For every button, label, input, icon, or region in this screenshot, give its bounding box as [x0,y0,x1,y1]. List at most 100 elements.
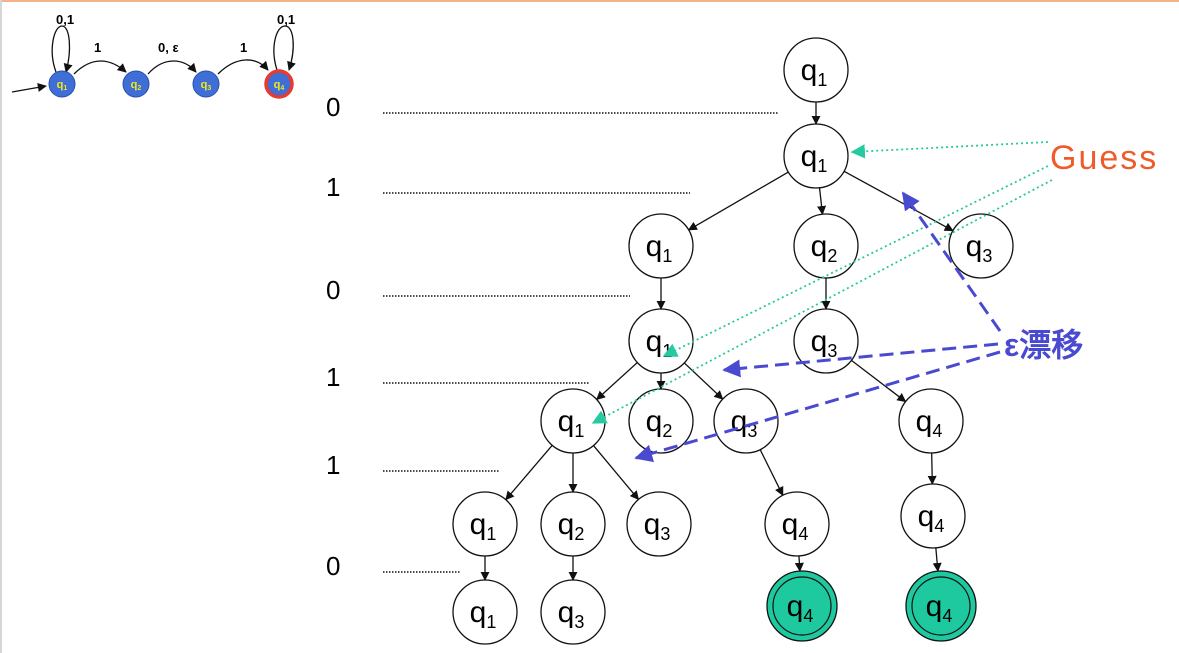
state-node: q1 [452,579,518,645]
state-label: q1 [470,596,497,632]
epsilon-arrows [634,191,1002,463]
state-node: q4 [898,388,964,454]
state-circle [898,388,964,454]
state-circle [783,37,849,103]
epsilon-arrow [634,350,1001,463]
epsilon-arrow [901,191,1002,332]
nfa-start-arrow [11,82,47,93]
input-symbol: 1 [326,362,340,392]
state-node: q1 [783,123,849,189]
state-node: q2 [793,213,859,279]
guess-annotation: Guess [1050,139,1158,177]
state-node: q1 [452,491,518,557]
accept-inner-ring [772,576,832,636]
state-circle [948,213,1014,279]
state-node: q3 [626,491,692,557]
nfa-loop-q1 [51,25,73,73]
state-circle [540,491,606,557]
nfa-state: q4 [264,69,294,99]
state-label: q1 [470,508,497,544]
state-node: q3 [793,308,859,374]
state-label: q3 [966,230,993,266]
tree-edge [843,170,954,232]
state-node: q1 [540,388,606,454]
state-label: q4 [916,405,943,441]
state-label: q3 [811,325,838,361]
input-string: 0 1 0 1 1 0 [326,92,778,581]
tree-edge [687,171,789,231]
nfa-edge-q2-q3-label: 0, ε [158,40,179,55]
state-node: q4 [764,491,830,557]
nfa-state: q1 [48,70,76,98]
state-label: q4 [926,590,953,626]
tree-edge [794,555,804,572]
state-circle [793,213,859,279]
accept-inner-ring [911,576,971,636]
input-symbol: 0 [326,92,340,122]
nfa-transitions [11,25,296,93]
state-circle [793,308,859,374]
tree-edge [851,359,907,403]
guess-arrow [591,179,1053,424]
input-symbol: 1 [326,172,340,202]
nfa-loop-q4-label: 0,1 [277,12,295,27]
nfa-state-label: q4 [274,79,285,92]
nfa-edge-q3-q4 [217,59,269,75]
tree-edge [505,444,553,501]
input-symbol: 0 [326,551,340,581]
computation-tree-edges [480,102,954,581]
state-node: q3 [540,579,606,645]
tree-edge [932,547,942,573]
tree-edge [927,452,937,485]
state-node: q2 [628,388,694,454]
tree-edge [683,362,724,400]
state-label: q1 [801,54,828,90]
input-symbol: 0 [326,275,340,305]
state-circle [900,483,966,549]
state-circle [713,388,779,454]
guess-arrow [662,165,1049,357]
state-label: q1 [646,230,673,266]
nfa-state-label: q2 [131,79,142,92]
nfa-states: q1 q2 q3 q4 [48,69,294,99]
state-circle [540,579,606,645]
state-circle [783,123,849,189]
state-label: q4 [918,500,945,536]
tree-edge [596,362,638,401]
guess-arrows [591,141,1053,424]
accept-state-node: q4 [905,570,977,642]
nfa-edge-q2-q3 [147,60,197,75]
top-accent-bar [0,0,1179,2]
nfa-state-circle [264,69,294,99]
nfa-edge-q1-q2-label: 1 [94,40,101,55]
nfa-state: q3 [192,70,220,98]
guess-arrow [850,141,1049,159]
nfa-state-circle [122,70,150,98]
tree-edge [817,187,827,216]
tree-edge [593,445,640,501]
nfa-state: q2 [122,70,150,98]
nfa-edge-q1-q2 [73,60,127,75]
epsilon-arrow [722,342,999,378]
nfa-state-label: q1 [57,79,68,92]
state-label: q1 [558,405,585,441]
state-label: q4 [787,590,814,626]
state-label: q2 [811,230,838,266]
epsilon-annotation: ε漂移 [1004,327,1083,363]
state-node: q2 [540,491,606,557]
nfa-loop-q1-label: 0,1 [56,12,74,27]
nfa-state-label: q3 [201,79,212,92]
nfa-loop-q4 [273,25,296,71]
state-circle [628,388,694,454]
state-circle [626,491,692,557]
state-node: q4 [900,483,966,549]
nfa-state-circle [48,70,76,98]
state-label: q4 [782,508,809,544]
state-label: q1 [801,140,828,176]
left-edge-line [0,0,2,653]
state-node: q1 [628,308,694,374]
input-symbol: 1 [326,450,340,480]
